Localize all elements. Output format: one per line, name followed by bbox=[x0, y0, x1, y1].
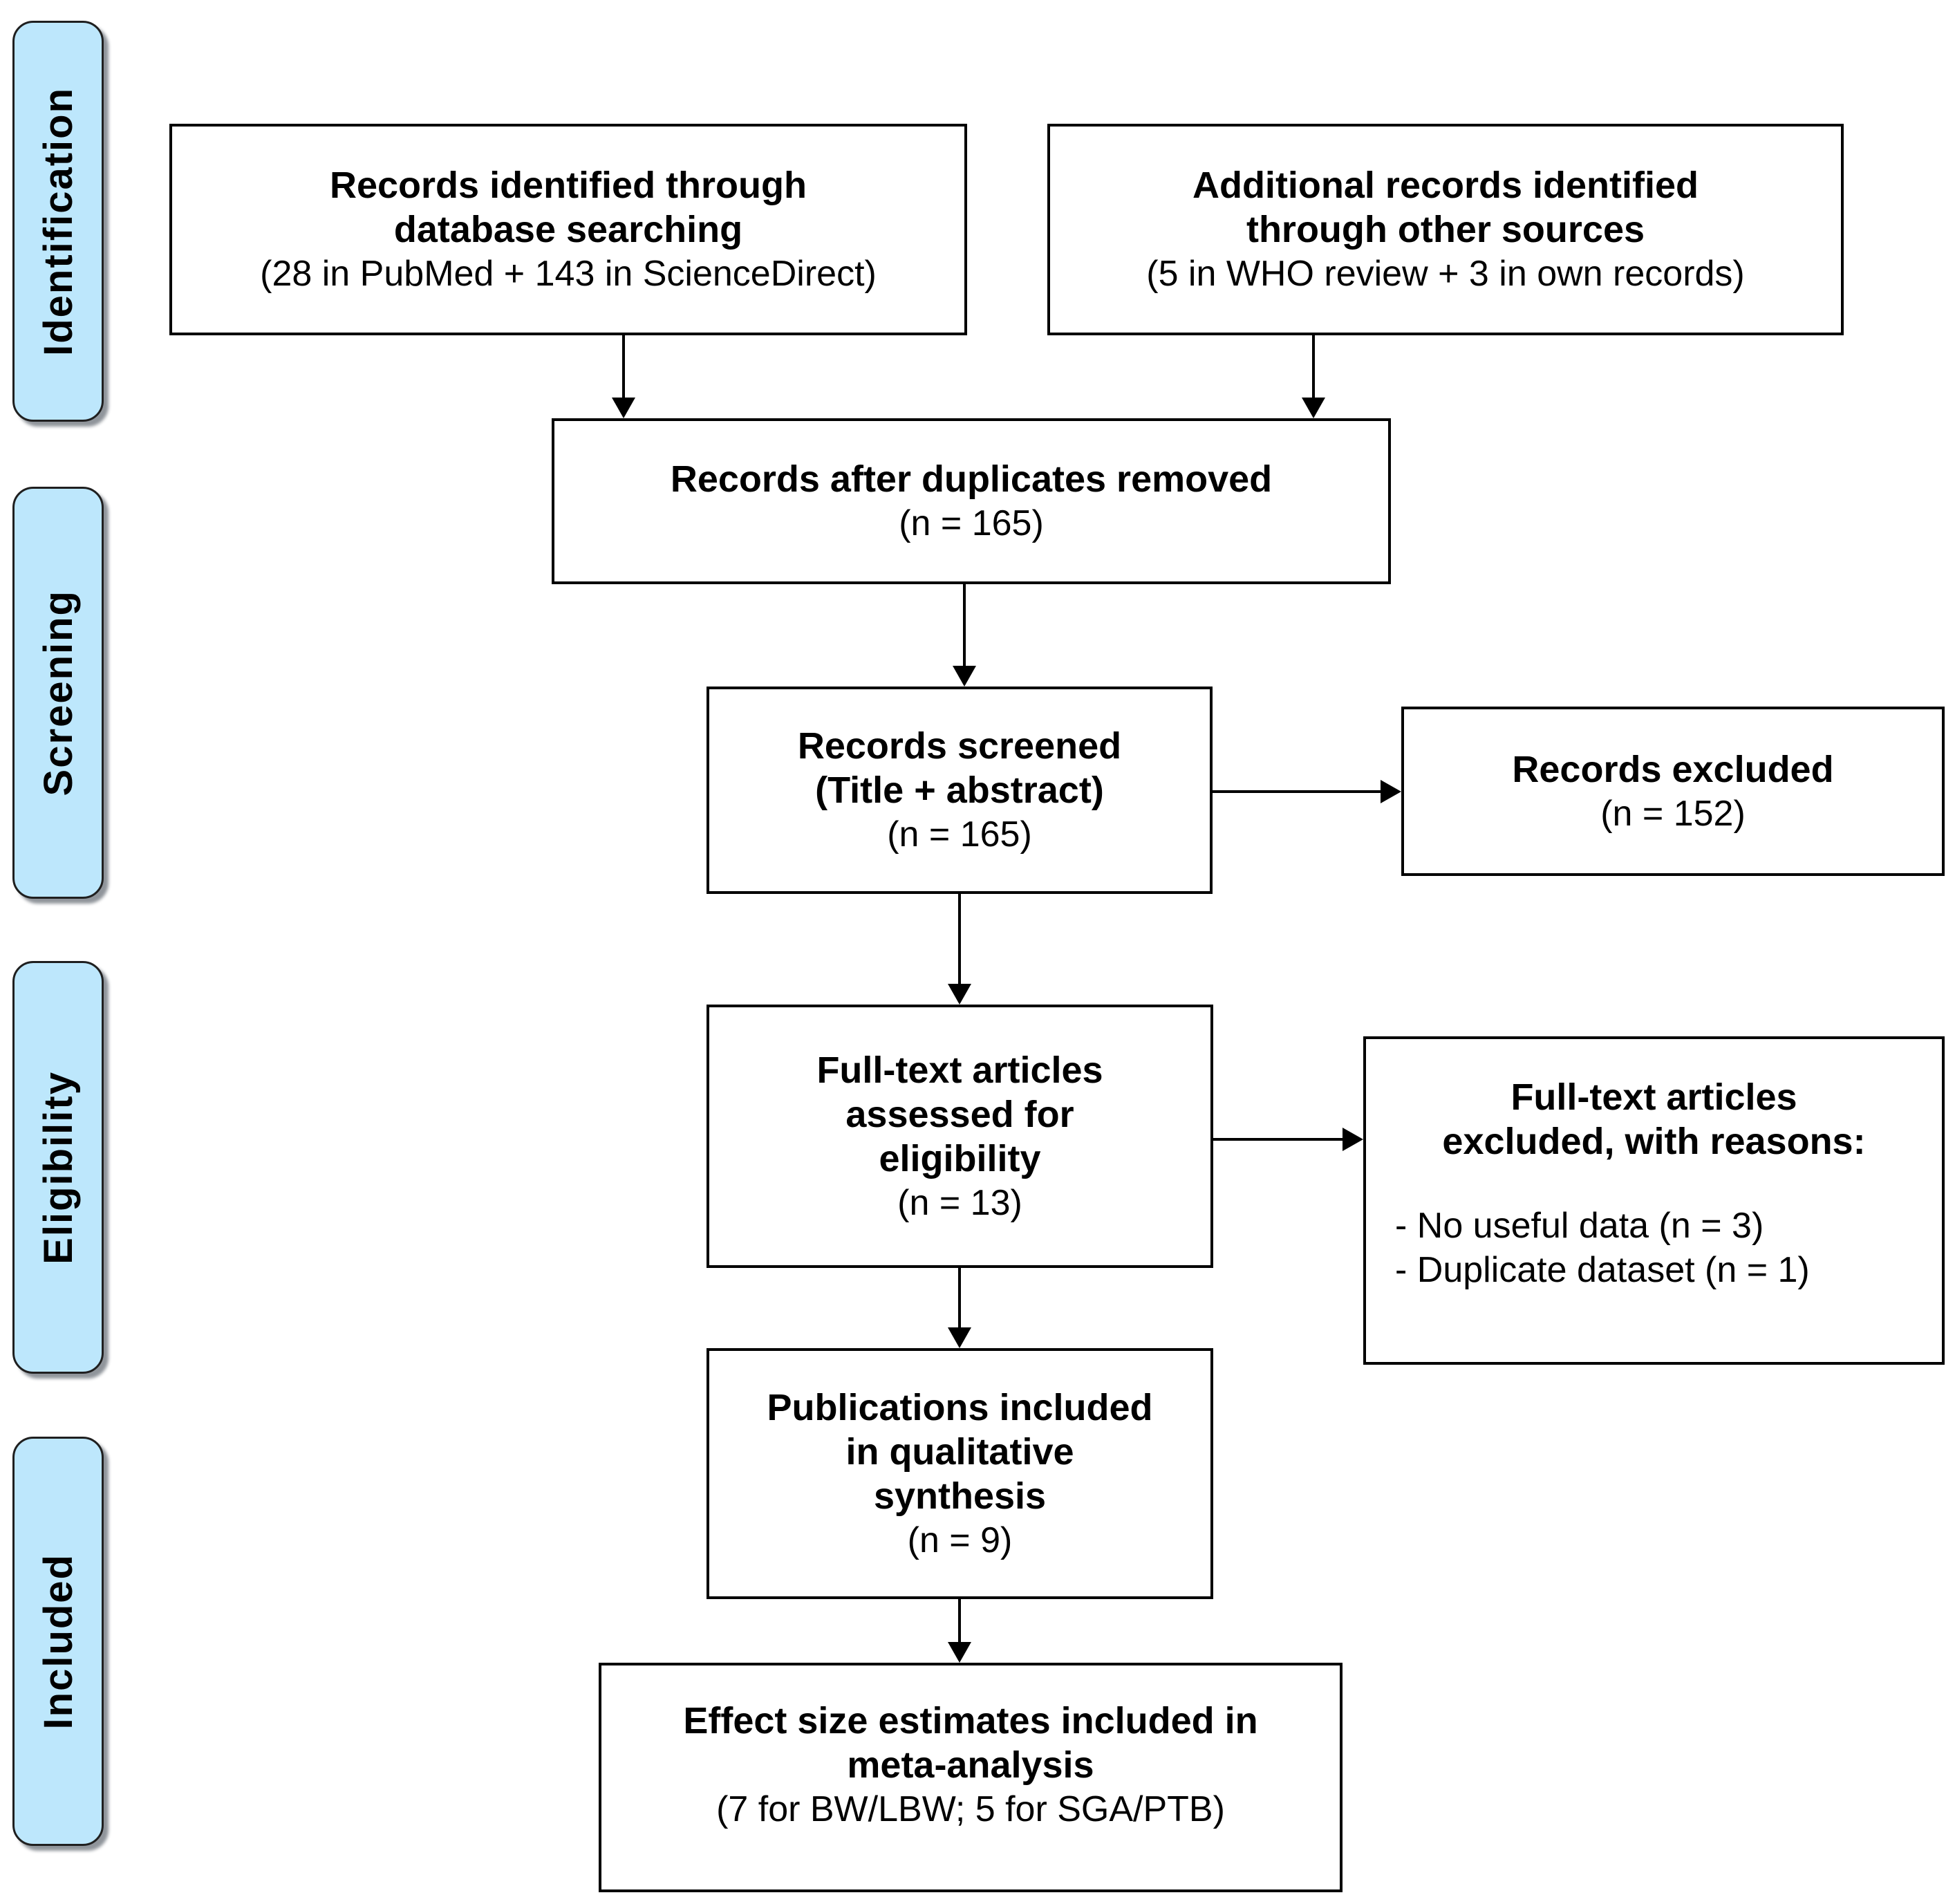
arrow-head-other-to-duplicates bbox=[1302, 398, 1325, 418]
box-fulltext-assessed: Full-text articles assessed for eligibil… bbox=[707, 1005, 1213, 1268]
arrow-line-screened-to-fulltext bbox=[958, 894, 961, 984]
box-title-line: eligibility bbox=[879, 1137, 1041, 1179]
box-title-line: through other sources bbox=[1246, 209, 1645, 250]
box-title-line: Records after duplicates removed bbox=[670, 458, 1273, 500]
arrow-head-fulltext-to-excluded bbox=[1343, 1128, 1363, 1151]
box-note: (n = 13) bbox=[897, 1182, 1022, 1223]
exclusion-reasons-list: - No useful data (n = 3) - Duplicate dat… bbox=[1366, 1204, 1810, 1292]
box-title-line: Additional records identified bbox=[1192, 165, 1699, 206]
box-fulltext-excluded: Full-text articles excluded, with reason… bbox=[1363, 1036, 1945, 1365]
arrow-line-synthesis-to-meta bbox=[958, 1599, 961, 1642]
box-note: (n = 152) bbox=[1600, 793, 1746, 834]
stage-label: Identification bbox=[35, 86, 81, 356]
stage-screening: Screening bbox=[12, 487, 104, 899]
exclusion-reason: - No useful data (n = 3) bbox=[1395, 1206, 1764, 1246]
box-title-line: Records excluded bbox=[1512, 748, 1834, 790]
box-title-line: Records screened bbox=[797, 725, 1122, 767]
arrow-head-fulltext-to-synthesis bbox=[948, 1327, 971, 1348]
box-records-identified: Records identified through database sear… bbox=[169, 124, 967, 335]
box-note: (n = 165) bbox=[887, 814, 1032, 855]
box-title-line: Publications included bbox=[767, 1386, 1153, 1428]
arrow-line-duplicates-to-screened bbox=[963, 584, 966, 666]
stage-label: Included bbox=[35, 1553, 81, 1730]
box-note: (n = 165) bbox=[899, 503, 1044, 543]
box-title-line: synthesis bbox=[873, 1475, 1047, 1517]
stage-included: Included bbox=[12, 1437, 104, 1846]
arrow-head-duplicates-to-screened bbox=[953, 666, 976, 687]
arrow-line-db-to-duplicates bbox=[622, 335, 625, 398]
box-note: (28 in PubMed + 143 in ScienceDirect) bbox=[260, 254, 877, 294]
box-records-excluded: Records excluded (n = 152) bbox=[1401, 707, 1945, 876]
box-note: (7 for BW/LBW; 5 for SGA/PTB) bbox=[716, 1789, 1225, 1829]
box-note: (n = 9) bbox=[907, 1520, 1013, 1560]
box-records-after-duplicates: Records after duplicates removed (n = 16… bbox=[552, 418, 1391, 584]
box-records-screened: Records screened (Title + abstract) (n =… bbox=[707, 687, 1213, 894]
arrow-line-screened-to-excluded bbox=[1213, 790, 1381, 793]
box-title-line: excluded, with reasons: bbox=[1442, 1121, 1866, 1162]
box-title-line: Full-text articles bbox=[1510, 1076, 1797, 1118]
arrow-line-fulltext-to-synthesis bbox=[958, 1268, 961, 1327]
stage-label: Screening bbox=[35, 589, 81, 796]
arrow-line-fulltext-to-excluded bbox=[1213, 1138, 1343, 1141]
arrow-head-screened-to-fulltext bbox=[948, 984, 971, 1005]
box-title-line: Effect size estimates included in bbox=[683, 1700, 1258, 1742]
stage-label: Eligibility bbox=[35, 1070, 81, 1264]
box-note: (5 in WHO review + 3 in own records) bbox=[1146, 254, 1745, 294]
box-additional-records: Additional records identified through ot… bbox=[1047, 124, 1844, 335]
box-title-line: Records identified through bbox=[329, 165, 807, 206]
box-title-line: meta-analysis bbox=[847, 1744, 1094, 1786]
box-title-line: Full-text articles bbox=[816, 1049, 1103, 1091]
stage-identification: Identification bbox=[12, 21, 104, 422]
box-title-line: database searching bbox=[393, 209, 743, 250]
arrow-line-other-to-duplicates bbox=[1312, 335, 1315, 398]
arrow-head-db-to-duplicates bbox=[612, 398, 635, 418]
arrow-head-screened-to-excluded bbox=[1381, 780, 1401, 803]
stage-eligibility: Eligibility bbox=[12, 961, 104, 1374]
arrow-head-synthesis-to-meta bbox=[948, 1642, 971, 1663]
exclusion-reason: - Duplicate dataset (n = 1) bbox=[1395, 1250, 1810, 1290]
box-meta-analysis: Effect size estimates included in meta-a… bbox=[599, 1663, 1343, 1892]
box-title-line: in qualitative bbox=[845, 1430, 1074, 1473]
box-title-line: assessed for bbox=[845, 1093, 1074, 1135]
box-qualitative-synthesis: Publications included in qualitative syn… bbox=[707, 1348, 1213, 1599]
box-title-line: (Title + abstract) bbox=[815, 769, 1104, 811]
